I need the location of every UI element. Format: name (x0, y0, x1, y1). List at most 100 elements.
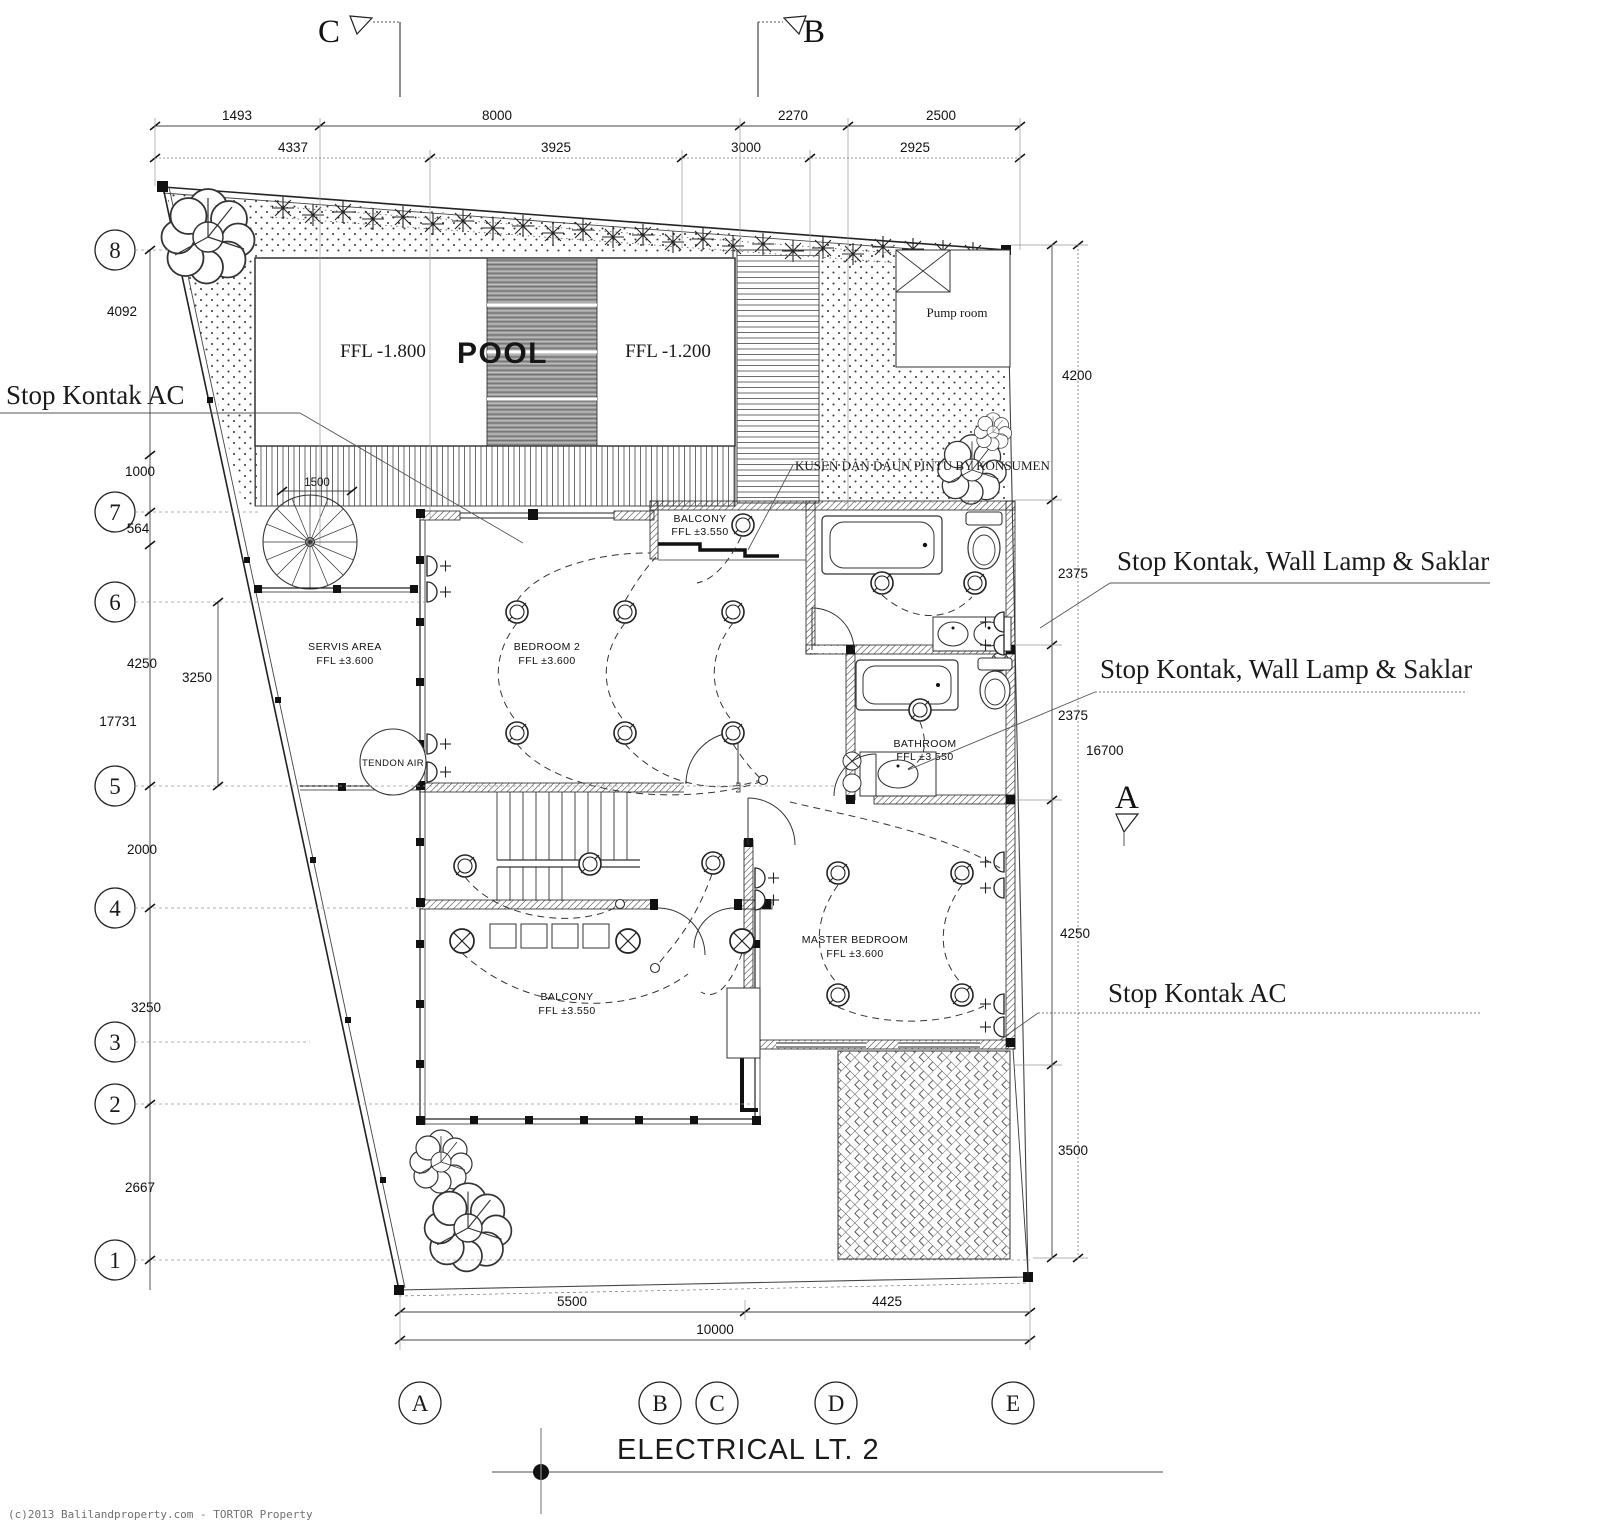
master-bedroom-name: MASTER BEDROOM (802, 934, 909, 946)
copyright-watermark: (c)2013 Balilandproperty.com - TORTOR Pr… (8, 1508, 313, 1521)
switch-points (614, 774, 769, 974)
stop-kontak-ac-left-label: Stop Kontak AC (6, 380, 185, 410)
bedroom2-ffl: FFL ±3.600 (518, 655, 575, 667)
wiring-arcs (461, 536, 1001, 1022)
grid-bubble-D: D (814, 1381, 858, 1425)
drawing-title: ELECTRICAL LT. 2 (617, 1434, 880, 1466)
svg-text:C: C (709, 1391, 724, 1416)
dim-2000: 2000 (127, 842, 157, 857)
dim-3250-servis: 3250 (182, 670, 212, 685)
balcony-bottom-name: BALCONY (541, 991, 594, 1003)
grid-row-bubbles: 8 7 6 5 4 3 2 1 (94, 229, 1030, 1281)
section-b-marker: B (757, 14, 825, 97)
section-markers: C B A (318, 14, 1140, 846)
dim-1500-stair: 1500 (304, 477, 330, 489)
grid-bubble-4: 4 (94, 887, 136, 929)
svg-text:3: 3 (109, 1030, 121, 1055)
grid-bubble-C: C (695, 1381, 739, 1425)
master-bedroom-ffl: FFL ±3.600 (826, 948, 883, 960)
toilet-1 (965, 511, 1003, 570)
svg-text:5: 5 (109, 774, 121, 799)
pool-label: POOL (457, 337, 548, 370)
grid-bubble-8: 8 (94, 229, 136, 271)
svg-text:8: 8 (109, 238, 121, 263)
svg-text:1: 1 (109, 1248, 121, 1273)
toilet-2 (977, 657, 1013, 710)
dim-2925: 2925 (900, 140, 930, 155)
pump-room-label: Pump room (926, 305, 987, 320)
grid-col-bubbles: A B C D E (398, 1381, 1035, 1425)
bush-right-garden-small (974, 412, 1012, 451)
pool-area: FFL -1.800 POOL FFL -1.200 (254, 249, 820, 507)
stop-kontak-ac-right-label: Stop Kontak AC (1108, 978, 1287, 1008)
wardrobe-units (489, 923, 610, 949)
room-labels: BALCONY FFL ±3.550 BEDROOM 2 FFL ±3.600 … (308, 513, 956, 1017)
tendon-air-tank: TENDON AIR (359, 728, 427, 796)
stop-kontak-wall-lamp-2-label: Stop Kontak, Wall Lamp & Saklar (1100, 654, 1472, 684)
balcony-top-ffl: FFL ±3.550 (671, 526, 728, 538)
dim-3925: 3925 (541, 140, 571, 155)
svg-text:D: D (828, 1391, 845, 1416)
dim-1493: 1493 (222, 108, 252, 123)
grid-bubble-5: 5 (94, 765, 136, 807)
grid-bubble-E: E (991, 1381, 1035, 1425)
dim-4425: 4425 (872, 1294, 902, 1309)
staircase (496, 792, 640, 901)
balcony-top-name: BALCONY (674, 513, 727, 525)
grid-bubble-6: 6 (94, 581, 136, 623)
svg-text:7: 7 (109, 500, 121, 525)
bathroom-fixtures (821, 511, 1013, 797)
grid-bubble-3: 3 (94, 1021, 136, 1063)
bathroom-ffl: FFL ±3.550 (896, 751, 953, 763)
bathtub-1 (821, 515, 943, 575)
dim-2500: 2500 (926, 108, 956, 123)
svg-text:2: 2 (109, 1092, 121, 1117)
dim-3500: 3500 (1058, 1143, 1088, 1158)
dim-4200: 4200 (1062, 368, 1092, 383)
dim-4092: 4092 (107, 304, 137, 319)
dim-1000: 1000 (125, 464, 155, 479)
svg-text:A: A (1115, 780, 1139, 816)
servis-ffl: FFL ±3.600 (316, 655, 373, 667)
svg-text:A: A (412, 1391, 429, 1416)
bedroom2-name: BEDROOM 2 (514, 641, 581, 653)
balcony-bottom-ffl: FFL ±3.550 (538, 1005, 595, 1017)
kusen-note: KUSEN DAN DAUN PINTU BY KONSUMEN (795, 458, 1050, 473)
servis-name: SERVIS AREA (308, 641, 382, 653)
grid-bubble-A: A (398, 1381, 442, 1425)
dim-4250-left: 4250 (127, 656, 157, 671)
grid-bubble-B: B (638, 1381, 682, 1425)
stop-kontak-wall-lamp-1-label: Stop Kontak, Wall Lamp & Saklar (1117, 546, 1489, 576)
dim-3250-left: 3250 (131, 1000, 161, 1015)
paving-herringbone (726, 987, 1029, 1275)
grid-row-lines (135, 249, 1030, 1261)
dim-5500: 5500 (557, 1294, 587, 1309)
section-a-marker: A (1115, 780, 1140, 846)
svg-text:E: E (1006, 1391, 1020, 1416)
dim-2270: 2270 (778, 108, 808, 123)
svg-text:B: B (803, 14, 825, 50)
svg-text:B: B (652, 1391, 667, 1416)
electrical-layer (426, 513, 1005, 1038)
bathroom-name: BATHROOM (893, 738, 956, 750)
annotation-labels: Stop Kontak AC Stop Kontak, Wall Lamp & … (0, 380, 1490, 1041)
title-block: ELECTRICAL LT. 2 (492, 1428, 1163, 1514)
bathtub-2 (855, 659, 959, 711)
dim-2375-a: 2375 (1058, 566, 1088, 581)
dim-8000: 8000 (482, 108, 512, 123)
dim-2375-b: 2375 (1058, 708, 1088, 723)
dim-10000: 10000 (696, 1322, 734, 1337)
sliding-door (658, 542, 779, 558)
svg-text:4: 4 (109, 896, 121, 921)
pump-room: Pump room (895, 249, 1011, 368)
dimensions-left: 4092 1000 564 4250 17731 2000 3250 2667 … (99, 245, 358, 1290)
dim-2667: 2667 (125, 1180, 155, 1195)
doors (657, 542, 877, 956)
dimensions-right: 4200 2375 2375 16700 4250 3500 (1011, 240, 1124, 1263)
dim-564: 564 (127, 521, 150, 536)
tendon-air-label: TENDON AIR (362, 758, 424, 769)
boundary-fence-posts (207, 397, 386, 1183)
pool-ffl-right: FFL -1.200 (625, 341, 711, 362)
grid-bubble-1: 1 (94, 1239, 136, 1281)
